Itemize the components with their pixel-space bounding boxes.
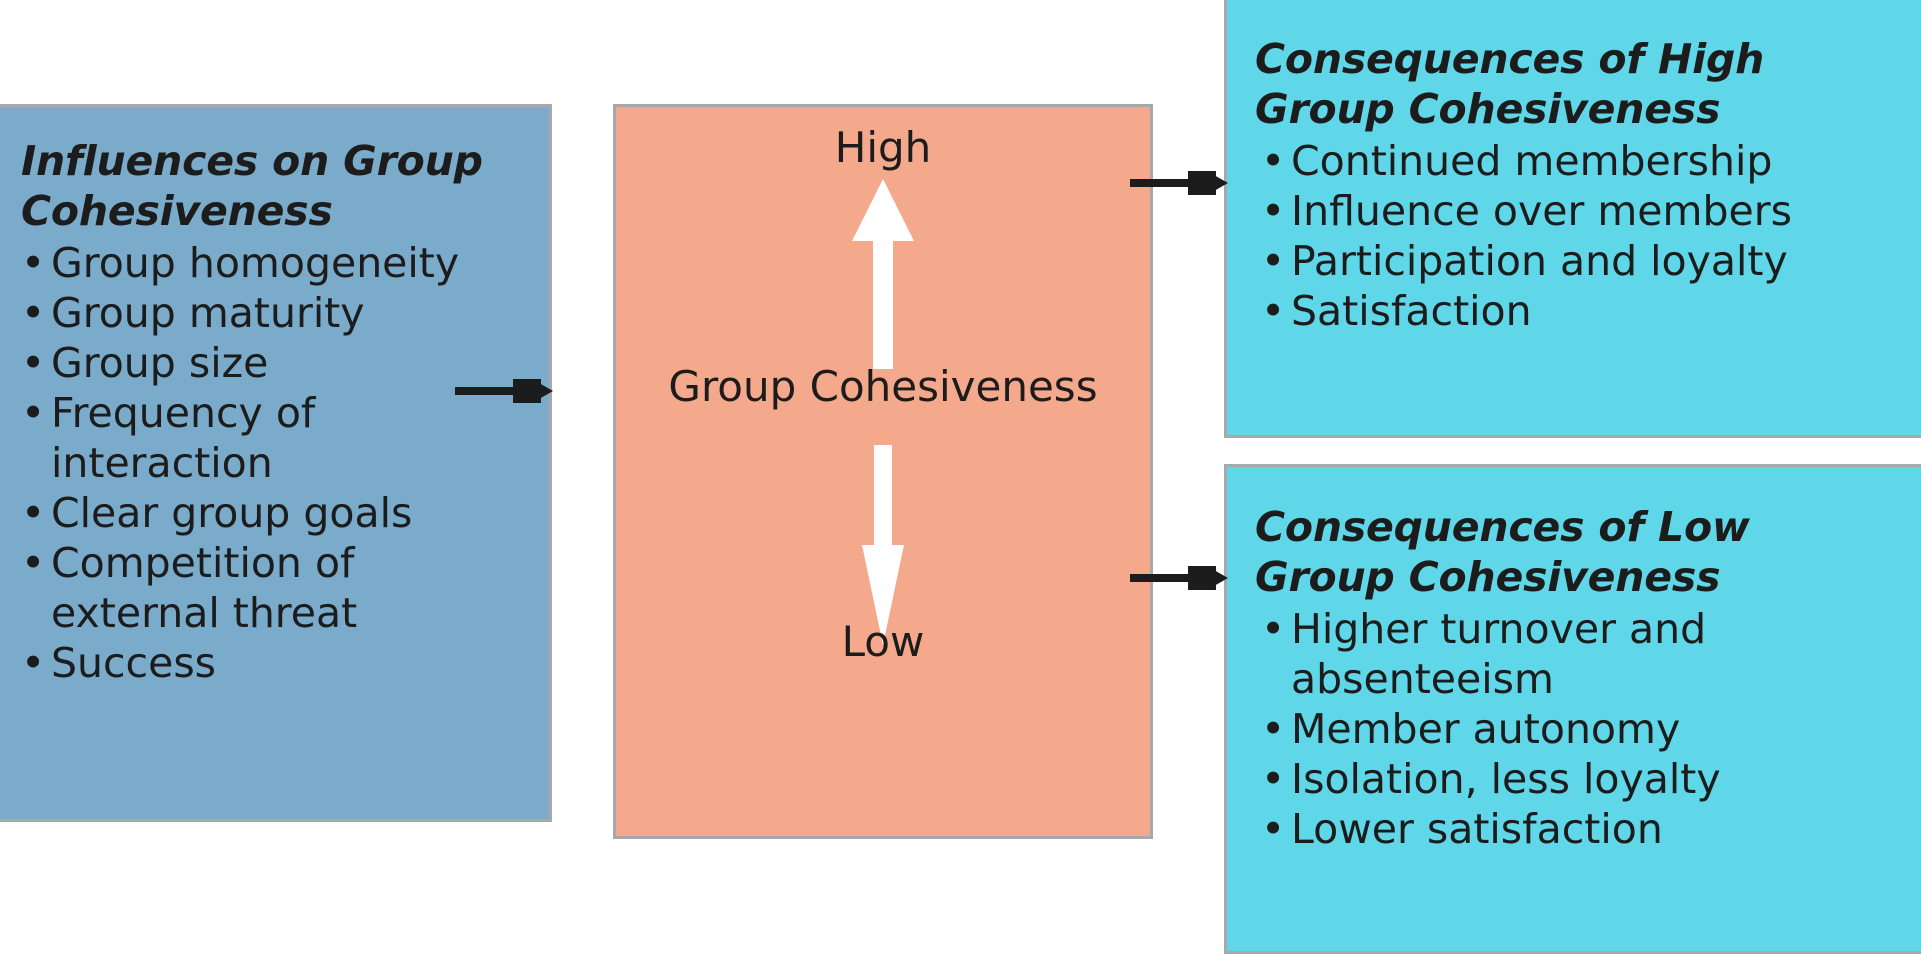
list-item: Group maturity	[13, 288, 535, 338]
consequences-high-list: Continued membership Influence over memb…	[1255, 136, 1908, 336]
list-item: Group homogeneity	[13, 238, 535, 288]
list-item: Competition of external threat	[13, 538, 535, 638]
connector-center-to-high	[1130, 165, 1230, 205]
list-item: Influence over members	[1255, 186, 1908, 236]
arrow-up-icon	[848, 179, 918, 373]
arrow-down-icon	[848, 445, 918, 649]
list-item: Success	[13, 638, 535, 688]
scale-low-label: Low	[841, 617, 925, 666]
consequences-low-list: Higher turnover and absenteeism Member a…	[1255, 604, 1908, 854]
scale-high-label: High	[834, 123, 932, 172]
list-item: Frequency of interaction	[13, 388, 535, 488]
list-item: Clear group goals	[13, 488, 535, 538]
list-item: Participation and loyalty	[1255, 236, 1908, 286]
consequences-high-heading: Consequences of High Group Cohesiveness	[1255, 35, 1908, 134]
influences-list: Group homogeneity Group maturity Group s…	[13, 238, 535, 688]
consequences-high-heading-line-2: Group Cohesiveness	[1255, 84, 1721, 133]
list-item: Continued membership	[1255, 136, 1908, 186]
consequences-high-panel: Consequences of High Group Cohesiveness …	[1224, 0, 1921, 438]
list-item: Group size	[13, 338, 535, 388]
consequences-low-heading-line-2: Group Cohesiveness	[1255, 552, 1721, 601]
list-item: Isolation, less loyalty	[1255, 754, 1908, 804]
list-item: Member autonomy	[1255, 704, 1908, 754]
list-item: Higher turnover and absenteeism	[1255, 604, 1908, 704]
influences-heading-line-2: Cohesiveness	[21, 186, 333, 235]
scale-axis-label: Group Cohesiveness	[668, 362, 1098, 411]
consequences-low-heading-line-1: Consequences of Low	[1255, 503, 1750, 551]
consequences-low-heading: Consequences of Low Group Cohesiveness	[1255, 503, 1908, 602]
connector-center-to-low	[1130, 560, 1230, 600]
influences-panel: Influences on Group Cohesiveness Group h…	[0, 104, 552, 822]
list-item: Lower satisfaction	[1255, 804, 1908, 854]
consequences-low-panel: Consequences of Low Group Cohesiveness H…	[1224, 464, 1921, 954]
consequences-high-heading-line-1: Consequences of High	[1255, 35, 1765, 83]
influences-heading: Influences on Group Cohesiveness	[13, 137, 535, 236]
list-item: Satisfaction	[1255, 286, 1908, 336]
influences-heading-line-1: Influences on Group	[21, 137, 483, 185]
group-cohesiveness-panel: High Group Cohesiveness Low	[613, 104, 1153, 839]
connector-influences-to-center	[455, 373, 555, 413]
